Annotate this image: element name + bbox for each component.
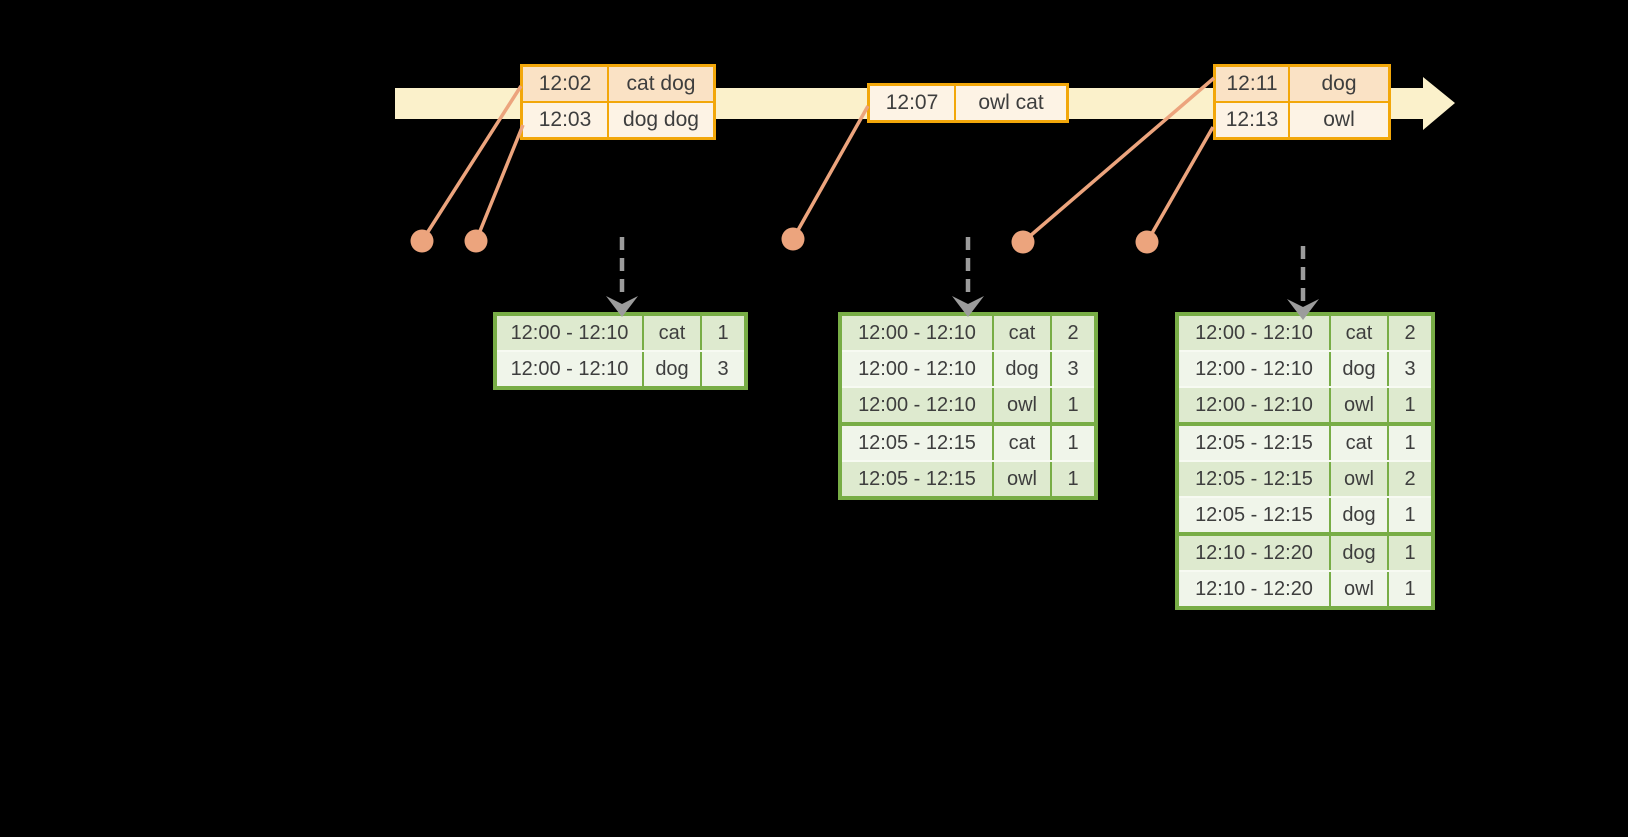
word-cell: dog	[1329, 498, 1387, 532]
event-leader-line	[474, 124, 525, 242]
event-row: 12:03 dog dog	[523, 101, 713, 137]
count-cell: 3	[1387, 352, 1431, 386]
result-row: 12:00 - 12:10 cat 1	[497, 316, 744, 350]
window-cell: 12:05 - 12:15	[842, 462, 992, 496]
result-row: 12:05 - 12:15 owl 2	[1179, 460, 1431, 496]
word-cell: dog	[642, 352, 700, 386]
result-row: 12:10 - 12:20 dog 1	[1179, 532, 1431, 570]
event-words-cell: owl cat	[954, 86, 1066, 120]
event-leader-line	[420, 85, 523, 242]
event-row: 12:07 owl cat	[870, 86, 1066, 120]
window-cell: 12:05 - 12:15	[1179, 426, 1329, 460]
window-cell: 12:00 - 12:10	[1179, 316, 1329, 350]
result-table-1: 12:00 - 12:10 cat 1 12:00 - 12:10 dog 3	[493, 312, 748, 390]
count-cell: 1	[1050, 388, 1094, 422]
word-cell: owl	[992, 462, 1050, 496]
window-cell: 12:00 - 12:10	[842, 352, 992, 386]
count-cell: 1	[1050, 426, 1094, 460]
word-cell: dog	[1329, 352, 1387, 386]
event-time-cell: 12:02	[523, 67, 607, 101]
window-cell: 12:10 - 12:20	[1179, 572, 1329, 606]
event-row: 12:02 cat dog	[523, 67, 713, 101]
event-row: 12:13 owl	[1216, 101, 1388, 137]
window-cell: 12:10 - 12:20	[1179, 536, 1329, 570]
count-cell: 3	[1050, 352, 1094, 386]
window-cell: 12:05 - 12:15	[1179, 462, 1329, 496]
window-cell: 12:05 - 12:15	[1179, 498, 1329, 532]
event-dot-icon	[1011, 230, 1035, 254]
result-row: 12:00 - 12:10 cat 2	[1179, 316, 1431, 350]
event-time-cell: 12:03	[523, 103, 607, 137]
window-cell: 12:00 - 12:10	[842, 316, 992, 350]
word-cell: dog	[1329, 536, 1387, 570]
event-dot-icon	[781, 227, 805, 251]
result-table-2: 12:00 - 12:10 cat 2 12:00 - 12:10 dog 3 …	[838, 312, 1098, 500]
count-cell: 3	[700, 352, 744, 386]
result-row: 12:10 - 12:20 owl 1	[1179, 570, 1431, 606]
timeline-arrowhead-icon	[1423, 77, 1455, 130]
window-cell: 12:05 - 12:15	[842, 426, 992, 460]
event-dot-icon	[410, 229, 434, 253]
event-words-cell: owl	[1288, 103, 1388, 137]
window-cell: 12:00 - 12:10	[497, 316, 642, 350]
count-cell: 1	[1387, 426, 1431, 460]
window-cell: 12:00 - 12:10	[842, 388, 992, 422]
result-row: 12:00 - 12:10 dog 3	[1179, 350, 1431, 386]
event-words-cell: cat dog	[607, 67, 713, 101]
result-row: 12:05 - 12:15 owl 1	[842, 460, 1094, 496]
event-table-batch-3: 12:11 dog 12:13 owl	[1213, 64, 1391, 140]
result-row: 12:05 - 12:15 dog 1	[1179, 496, 1431, 532]
word-cell: owl	[992, 388, 1050, 422]
count-cell: 1	[1050, 462, 1094, 496]
word-cell: owl	[1329, 572, 1387, 606]
event-table-batch-1: 12:02 cat dog 12:03 dog dog	[520, 64, 716, 140]
word-cell: cat	[1329, 426, 1387, 460]
result-row: 12:00 - 12:10 owl 1	[1179, 386, 1431, 422]
count-cell: 1	[1387, 498, 1431, 532]
event-table-batch-2: 12:07 owl cat	[867, 83, 1069, 123]
event-leader-line	[1145, 126, 1215, 243]
word-cell: cat	[642, 316, 700, 350]
count-cell: 1	[1387, 572, 1431, 606]
window-cell: 12:00 - 12:10	[1179, 352, 1329, 386]
result-row: 12:00 - 12:10 owl 1	[842, 386, 1094, 422]
window-cell: 12:00 - 12:10	[1179, 388, 1329, 422]
result-row: 12:00 - 12:10 dog 3	[842, 350, 1094, 386]
count-cell: 2	[1050, 316, 1094, 350]
event-dot-icon	[464, 229, 488, 253]
word-cell: dog	[992, 352, 1050, 386]
count-cell: 1	[1387, 536, 1431, 570]
count-cell: 1	[700, 316, 744, 350]
word-cell: owl	[1329, 462, 1387, 496]
word-cell: cat	[1329, 316, 1387, 350]
word-cell: owl	[1329, 388, 1387, 422]
event-time-cell: 12:13	[1216, 103, 1288, 137]
window-cell: 12:00 - 12:10	[497, 352, 642, 386]
count-cell: 1	[1387, 388, 1431, 422]
count-cell: 2	[1387, 316, 1431, 350]
event-words-cell: dog dog	[607, 103, 713, 137]
word-cell: cat	[992, 426, 1050, 460]
count-cell: 2	[1387, 462, 1431, 496]
result-row: 12:00 - 12:10 cat 2	[842, 316, 1094, 350]
result-row: 12:05 - 12:15 cat 1	[1179, 422, 1431, 460]
event-row: 12:11 dog	[1216, 67, 1388, 101]
event-time-cell: 12:11	[1216, 67, 1288, 101]
event-leader-line	[791, 105, 870, 240]
word-cell: cat	[992, 316, 1050, 350]
event-time-cell: 12:07	[870, 86, 954, 120]
result-table-3: 12:00 - 12:10 cat 2 12:00 - 12:10 dog 3 …	[1175, 312, 1435, 610]
event-words-cell: dog	[1288, 67, 1388, 101]
event-dot-icon	[1135, 230, 1159, 254]
result-row: 12:00 - 12:10 dog 3	[497, 350, 744, 386]
result-row: 12:05 - 12:15 cat 1	[842, 422, 1094, 460]
